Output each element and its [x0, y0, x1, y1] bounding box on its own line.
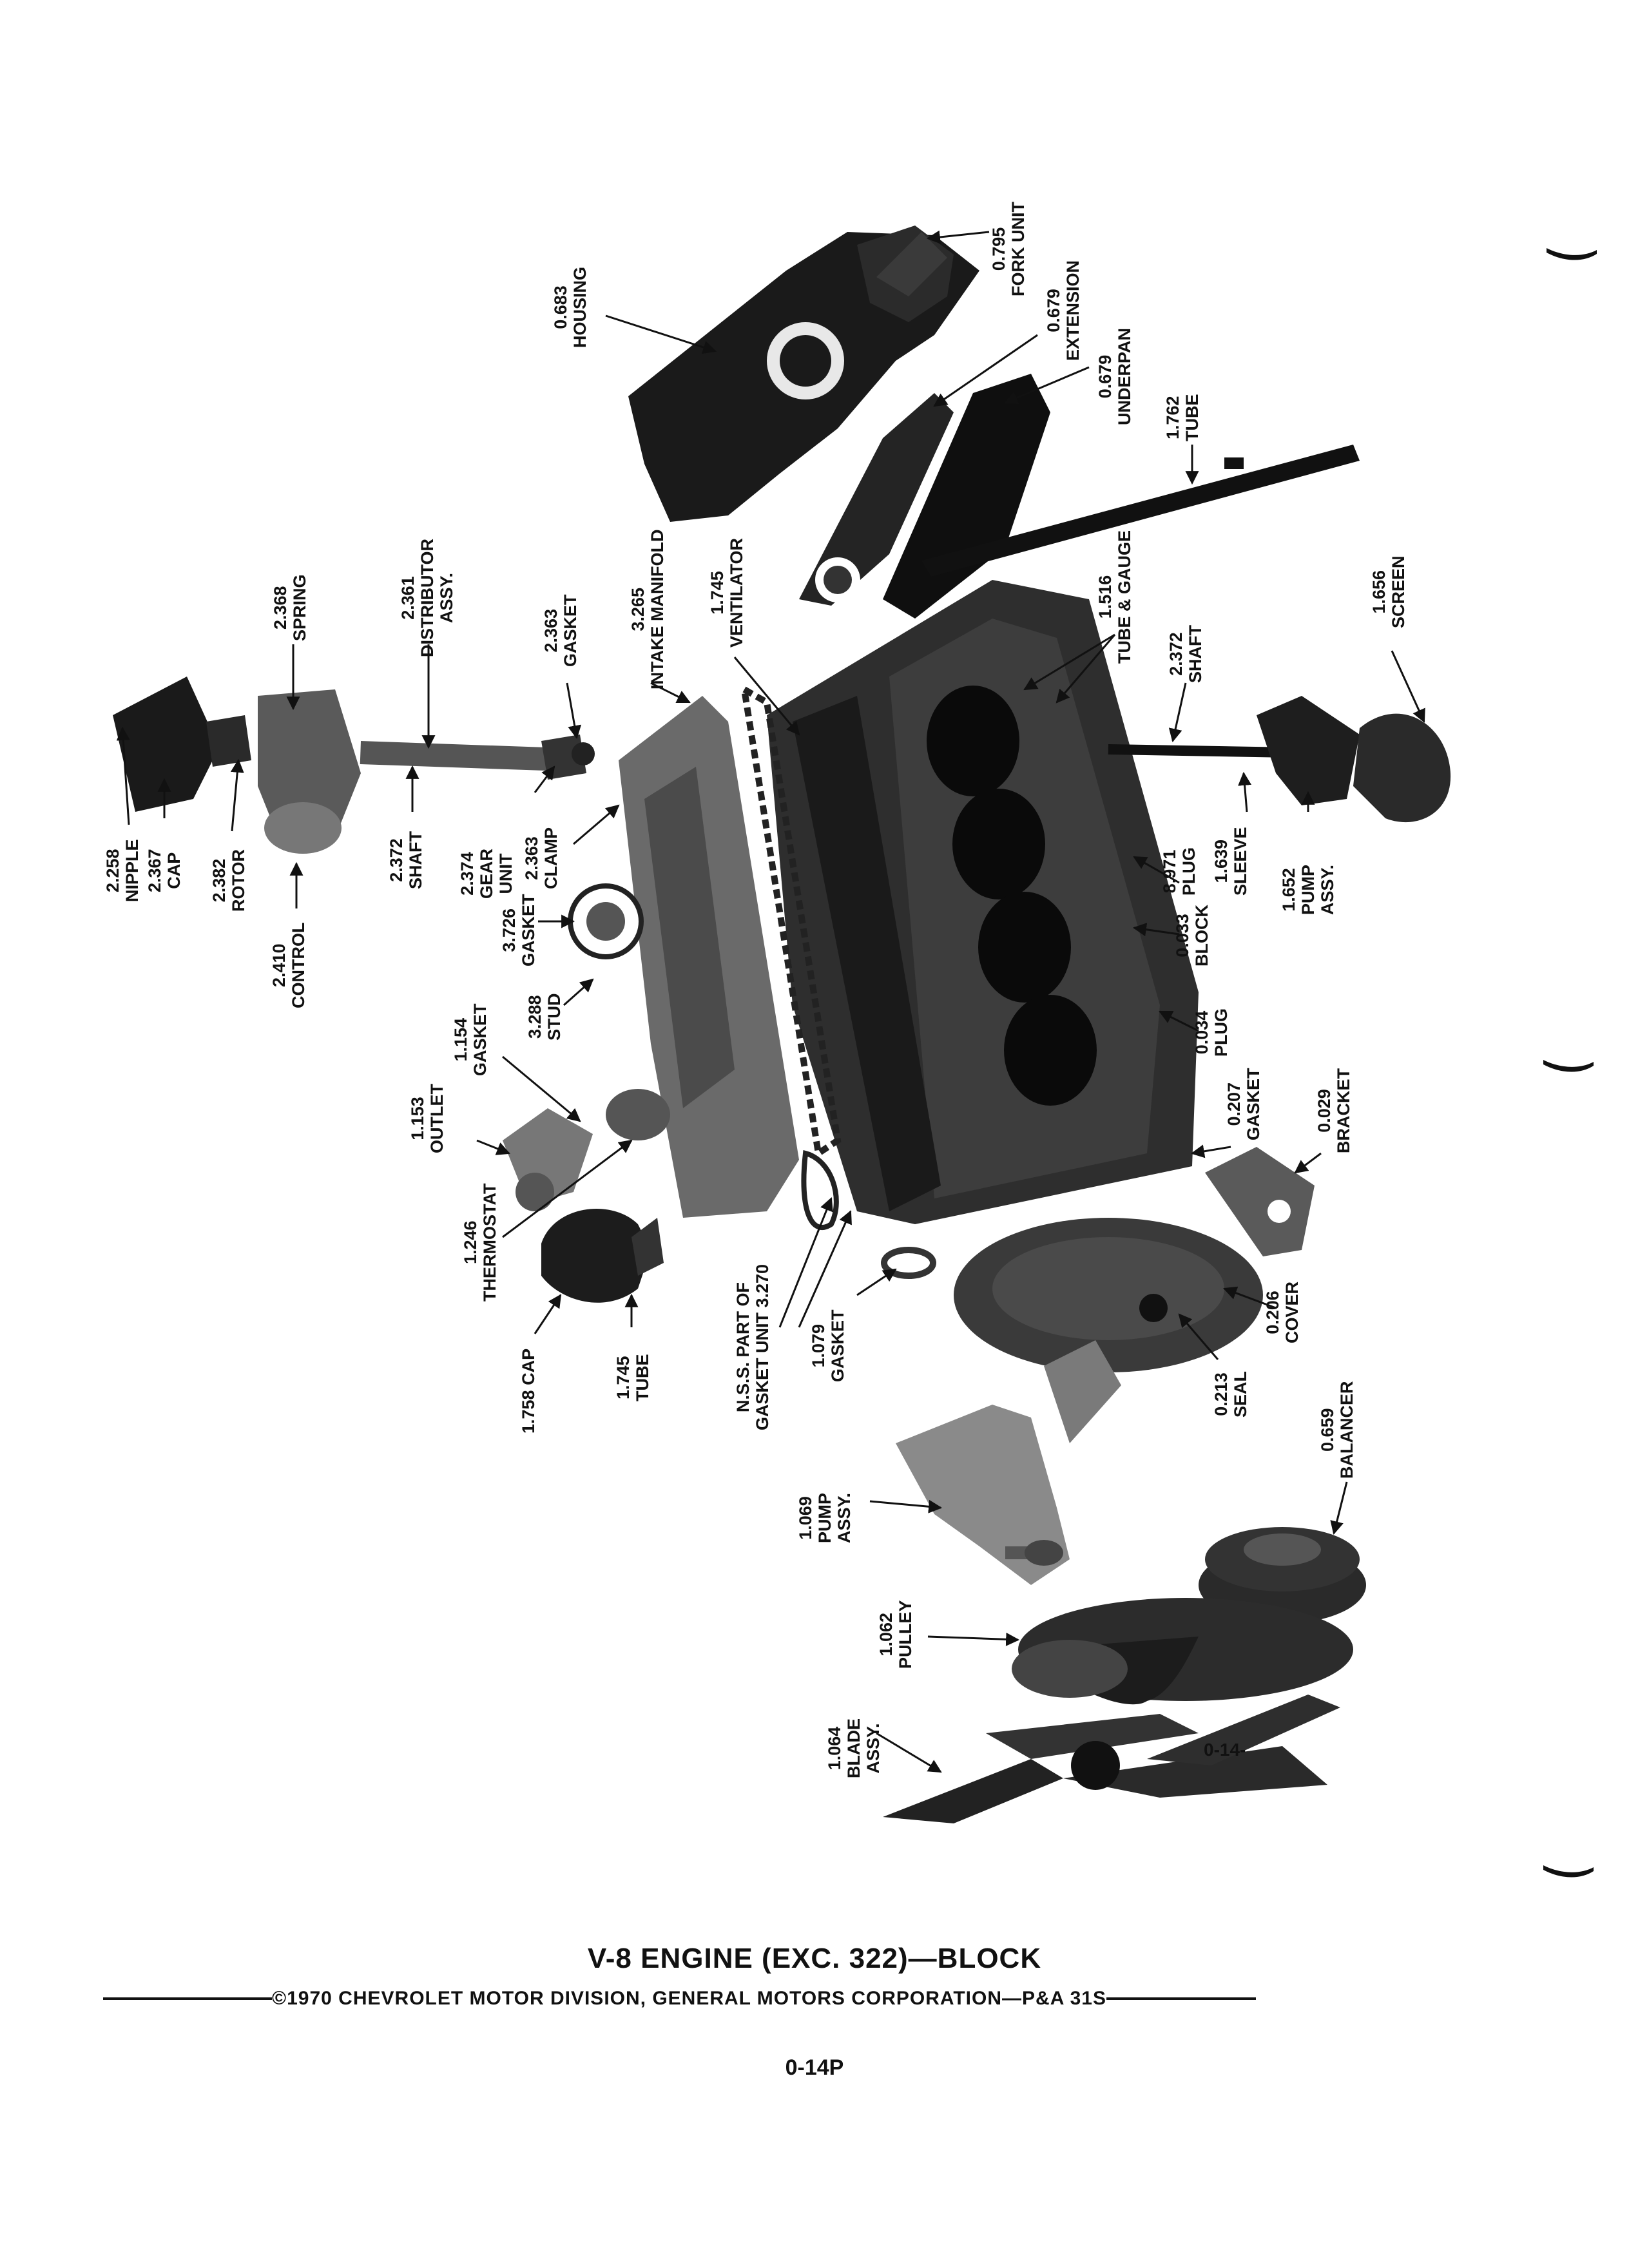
vent-cap-part — [541, 1209, 664, 1303]
rule-right — [1106, 1997, 1256, 2000]
water-pump-part — [896, 1340, 1121, 1585]
extension-part — [799, 393, 954, 606]
fan-blade-part — [883, 1695, 1340, 1823]
bracket-part — [1205, 1147, 1315, 1256]
figure-code: 0-14- — [1204, 1740, 1246, 1760]
page-title: V-8 ENGINE (EXC. 322)—BLOCK — [587, 1943, 1042, 1974]
engine-block-part — [767, 580, 1199, 1224]
rule-left — [103, 1997, 272, 2000]
fork-unit-part — [876, 232, 947, 296]
binder-mark-middle — [1543, 1060, 1594, 1072]
distributor-part — [113, 677, 595, 854]
outlet-part — [503, 1108, 593, 1211]
thermostat-part — [606, 1089, 670, 1140]
gasket-1079-part — [881, 1247, 936, 1279]
copyright-line: ©1970 CHEVROLET MOTOR DIVISION, GENERAL … — [103, 1988, 1366, 2010]
leader-lines — [116, 230, 1425, 1773]
timing-cover-part — [954, 1218, 1263, 1372]
oil-pump-part — [1108, 696, 1451, 823]
manifold-gasket-part — [740, 683, 842, 1230]
label-cap-bottom: 1.758 CAP — [519, 1348, 538, 1434]
underpan-part — [883, 374, 1050, 619]
pulley-part — [1012, 1598, 1353, 1705]
binder-mark-top — [1547, 248, 1597, 260]
page-number: 0-14P — [785, 2055, 844, 2080]
binder-mark-bottom — [1543, 1865, 1594, 1878]
tube-top-part — [921, 445, 1360, 577]
copyright-text: ©1970 CHEVROLET MOTOR DIVISION, GENERAL … — [272, 1988, 1106, 2009]
intake-manifold-part — [568, 696, 799, 1218]
